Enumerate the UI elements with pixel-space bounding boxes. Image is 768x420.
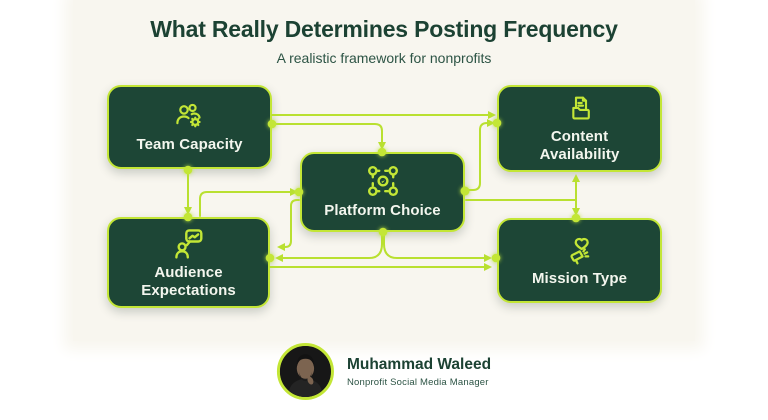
node-team-capacity: Team Capacity: [107, 85, 272, 169]
author-text: Muhammad Waleed Nonprofit Social Media M…: [347, 356, 491, 388]
team-gear-icon: [173, 100, 206, 133]
node-label: Mission Type: [531, 269, 628, 287]
node-mission-type: Mission Type: [497, 218, 662, 303]
node-label: Platform Choice: [324, 202, 441, 220]
heart-megaphone-icon: [563, 233, 597, 267]
diagram-title: What Really Determines Posting Frequency: [150, 16, 618, 42]
node-content-availability: Content Availability: [497, 85, 662, 172]
node-audience-expectations: Audience Expectations: [107, 217, 270, 308]
author-section: Muhammad Waleed Nonprofit Social Media M…: [276, 343, 491, 400]
node-label: Audience Expectations: [141, 263, 236, 299]
node-label: Team Capacity: [136, 135, 243, 153]
document-folder-icon: [564, 93, 596, 125]
node-platform-choice: Platform Choice: [300, 152, 465, 232]
social-network-icon: [365, 163, 401, 199]
author-name: Muhammad Waleed: [346, 355, 492, 373]
author-avatar: [276, 343, 334, 400]
person-chart-icon: [171, 225, 207, 261]
diagram-subtitle: A realistic framework for nonprofits: [276, 50, 492, 66]
author-role: Nonprofit Social Media Manager: [346, 376, 489, 388]
node-label: Content Availability: [539, 127, 620, 163]
avatar-photo: [279, 346, 331, 397]
